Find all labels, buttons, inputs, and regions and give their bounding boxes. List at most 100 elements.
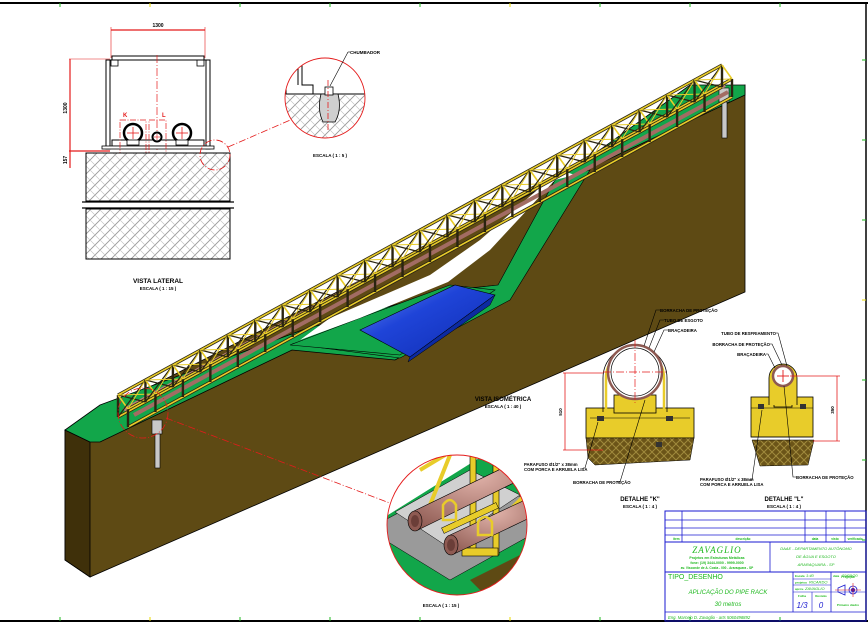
truss-diagonal bbox=[199, 334, 229, 373]
detail-k-bolt-line1: PARAFUSO Ø1/2" x 38mm bbox=[524, 462, 578, 467]
truss-top-brace bbox=[127, 379, 146, 410]
lateral-view-title: VISTA LATERAL bbox=[133, 278, 183, 285]
truss-diagonal bbox=[611, 109, 641, 148]
date-label: data bbox=[833, 574, 840, 578]
drawn-value: RICARDO bbox=[809, 580, 827, 585]
detail-l-bottom-callout: BORRACHA DE PROTEÇÃO bbox=[796, 475, 854, 480]
detail-k-marker: K bbox=[123, 113, 128, 119]
truss-top-brace bbox=[594, 124, 613, 155]
isometric-view-scale: ESCALA ( 1 : 40 ) bbox=[485, 404, 522, 409]
detail-l-title: DETALHE "L" bbox=[765, 497, 804, 503]
title-block-text: item descrição data visto verificado ZAV… bbox=[668, 537, 863, 620]
date-value: 29/05/20 bbox=[841, 573, 858, 578]
company-name: ZAVAGLIO bbox=[692, 545, 741, 555]
rev-header-visto: visto bbox=[831, 537, 838, 541]
truss-top-brace bbox=[374, 244, 393, 275]
first-angle-projection-icon bbox=[835, 583, 861, 597]
base-dimension-text: 157 bbox=[63, 156, 69, 165]
rev-header-description: descrição bbox=[736, 537, 751, 541]
client-line3: ARARAQUARA - SP bbox=[797, 562, 835, 567]
truss-top-brace bbox=[264, 304, 284, 335]
frame-right-post bbox=[205, 59, 211, 150]
detail-k-bolt-line2: COM PORCA E ARRUELA LISA bbox=[524, 467, 588, 472]
truss-top-brace bbox=[347, 259, 366, 290]
lateral-pipe-right bbox=[171, 122, 193, 146]
truss-top-brace bbox=[319, 274, 339, 305]
lateral-view-scale: ESCALA ( 1 : 15 ) bbox=[140, 286, 177, 291]
detail-k-box bbox=[119, 119, 147, 159]
truss-top-brace bbox=[292, 289, 311, 320]
detail-l-callout-3: BRAÇADEIRA bbox=[737, 352, 766, 357]
truss-top-brace bbox=[209, 334, 229, 365]
truss-top-brace bbox=[649, 94, 668, 125]
drawn-label: projetou bbox=[795, 581, 807, 585]
truss-diagonal bbox=[501, 169, 531, 208]
drawing-length: 30 metros bbox=[715, 602, 742, 608]
truss-diagonal bbox=[309, 274, 339, 313]
truss-top-brace bbox=[484, 184, 503, 215]
scale-value: 1:40 bbox=[806, 573, 815, 578]
detail-l-callout-2: BORRACHA DE PROTEÇÃO bbox=[712, 342, 770, 347]
revision-label: Revisão bbox=[815, 594, 827, 598]
revision-value: 0 bbox=[819, 601, 824, 610]
engineer-credit: Eng. Marcelo D. Zavaglio - arts 50604988… bbox=[668, 615, 751, 620]
truss-crossbar bbox=[721, 64, 733, 80]
lateral-pipe-middle bbox=[151, 131, 163, 143]
truss-top-brace bbox=[457, 199, 476, 230]
detail-k-title: DETALHE "K" bbox=[620, 497, 660, 503]
truss-top-brace bbox=[237, 319, 256, 350]
detail-l-bolt-line2: COM PORCA E ARRUELA LISA bbox=[700, 482, 764, 487]
truss-diagonal bbox=[529, 154, 558, 193]
detail-k-callout-1: BORRACHA DE PROTEÇÃO bbox=[660, 308, 718, 313]
company-line2: fone: (19) 3444-0000 - 9999-0000 bbox=[690, 561, 743, 565]
height-dimension-text: 1300 bbox=[63, 102, 69, 113]
rev-header-verificado: verificado bbox=[847, 537, 862, 541]
truss-diagonal bbox=[337, 259, 366, 298]
truss-diagonal bbox=[282, 289, 311, 328]
checked-label: aprov. bbox=[795, 587, 804, 591]
truss-diagonal bbox=[392, 229, 421, 268]
rev-header-date: data bbox=[812, 537, 819, 541]
truss-diagonal bbox=[172, 349, 201, 388]
drawing-description: APLICAÇÃO DO PIPE RACK bbox=[688, 589, 769, 596]
company-line3: av. Visconde de A. Costa - 000 - Araraqu… bbox=[681, 566, 754, 570]
anchor-detail-scale: ESCALA ( 1 : 5 ) bbox=[313, 153, 348, 158]
truss-diagonal bbox=[446, 199, 476, 238]
truss-diagonal bbox=[419, 214, 448, 253]
client-line2: DE ÁGUA E ESGOTO bbox=[796, 554, 836, 559]
detail-k-dimension: 510 bbox=[558, 408, 563, 416]
sheet-value: 1/3 bbox=[796, 601, 808, 610]
truss-diagonal bbox=[227, 319, 256, 358]
pipe-rack-truss bbox=[116, 63, 734, 429]
detail-l-callout-1: TUBO DE RESFRIAMENTO bbox=[721, 331, 776, 336]
detail-l-dimension: 350 bbox=[830, 406, 835, 414]
truss-diagonal bbox=[474, 184, 503, 223]
detail-l: 350 TUBO DE RESFRIAMENTO BORRACHA DE PRO… bbox=[700, 331, 854, 509]
anchor-callout: CHUMBADOR bbox=[350, 50, 381, 55]
concrete-base-upper bbox=[85, 152, 231, 202]
detail-l-bolt-line1: PARAFUSO Ø1/2" x 38mm bbox=[700, 477, 754, 482]
truss-top-brace bbox=[539, 154, 558, 185]
sheet-grid-ticks bbox=[59, 3, 866, 621]
truss-top-brace bbox=[676, 79, 695, 110]
truss-diagonal bbox=[364, 244, 394, 283]
truss-top-brace bbox=[511, 169, 531, 200]
truss-diagonal bbox=[117, 379, 146, 418]
truss-diagonal bbox=[144, 364, 174, 403]
projection-sub: Primeiro diedro bbox=[837, 603, 859, 607]
truss-diagonal bbox=[556, 139, 586, 178]
truss-diagonal bbox=[639, 94, 668, 133]
detail-k-bottom-callout: BORRACHA DE PROTEÇÃO bbox=[573, 480, 631, 485]
anchor-detail-circle bbox=[199, 139, 231, 171]
width-dimension-text: 1300 bbox=[152, 23, 163, 29]
doc-type: TIPO_DESENHO bbox=[668, 574, 723, 581]
frame-left-post bbox=[105, 59, 111, 150]
iso-detail-circle bbox=[117, 387, 169, 439]
truss-diagonal bbox=[666, 79, 696, 118]
detail-l-scale: ESCALA ( 1 : 4 ) bbox=[767, 504, 802, 509]
truss-top-brace bbox=[182, 349, 201, 380]
truss-top-brace bbox=[621, 109, 641, 140]
rev-header-item: item bbox=[673, 537, 680, 541]
projection-label: Projeção bbox=[841, 575, 855, 579]
